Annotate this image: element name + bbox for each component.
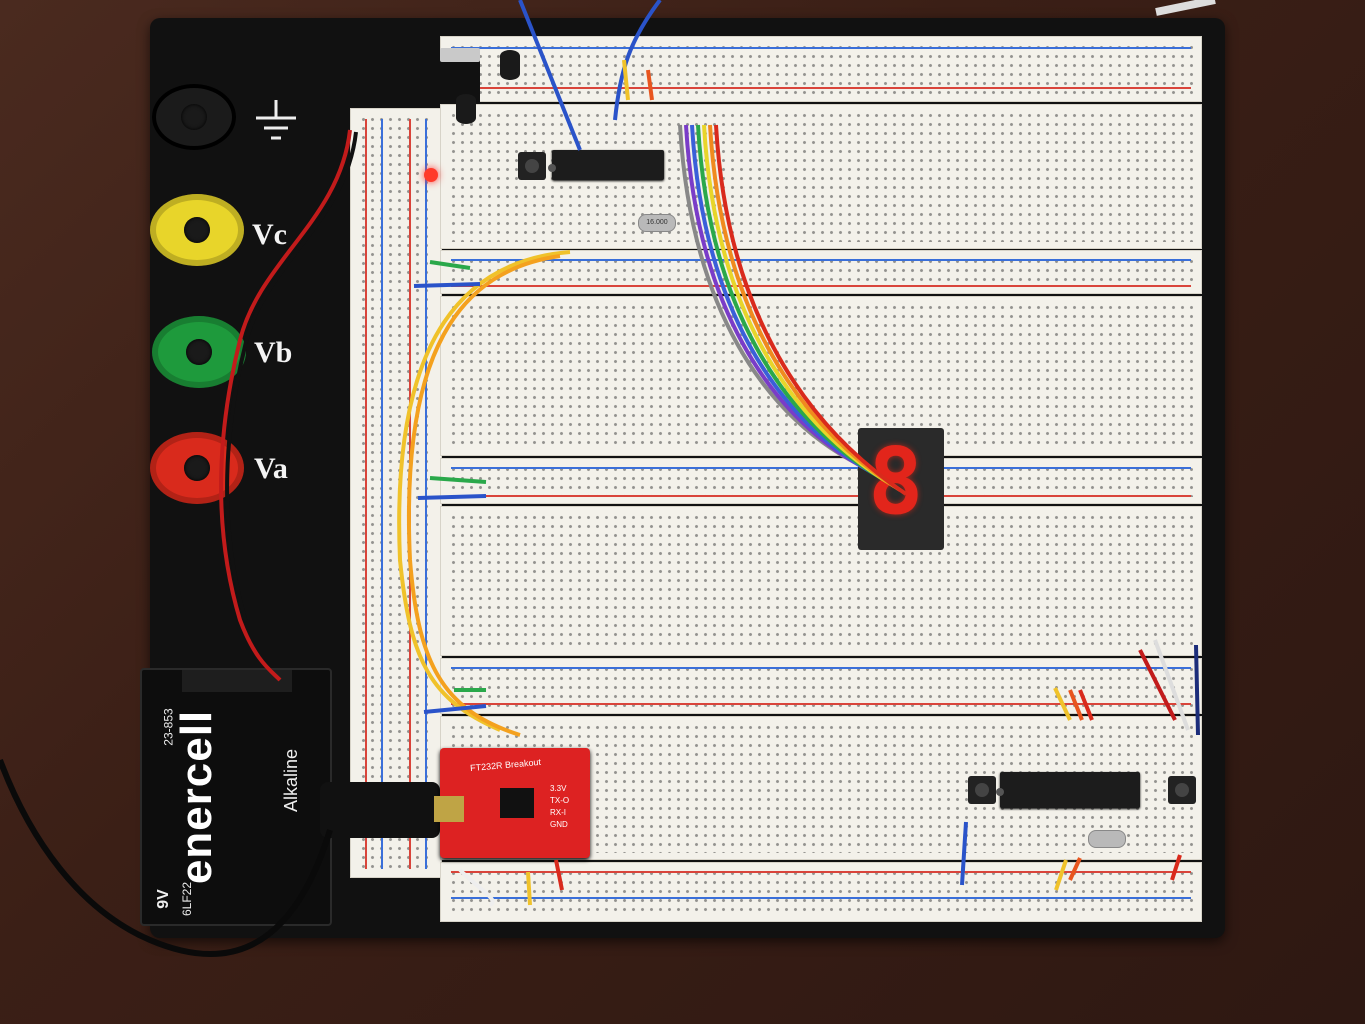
reset-button-bottom-left[interactable] bbox=[968, 776, 996, 804]
battery-snap bbox=[182, 670, 292, 692]
vb-label: Vb bbox=[254, 336, 293, 369]
microcontroller-ic-top bbox=[548, 150, 664, 180]
ribbon-cable bbox=[678, 124, 908, 496]
ground-symbol-icon bbox=[256, 100, 296, 140]
breadboard-row-1 bbox=[440, 36, 1202, 102]
breadboard-row-6 bbox=[440, 506, 1202, 656]
reset-button-bottom-right[interactable] bbox=[1168, 776, 1196, 804]
microcontroller-ic-bottom bbox=[996, 772, 1140, 808]
ftdi-pin-label: 3.3V bbox=[550, 784, 567, 793]
crystal-oscillator-bottom bbox=[1088, 830, 1126, 848]
ftdi-pin-label: TX-O bbox=[550, 796, 570, 805]
ftdi-breakout-board: FT232R Breakout 3.3V TX-O RX-I GND bbox=[434, 748, 590, 858]
ground-binding-post[interactable] bbox=[152, 84, 236, 150]
power-led bbox=[424, 168, 438, 182]
vc-binding-post[interactable] bbox=[150, 194, 244, 266]
mini-usb-port[interactable] bbox=[434, 796, 464, 822]
usb-cable bbox=[320, 782, 440, 838]
va-label: Va bbox=[254, 452, 288, 485]
ft232r-chip bbox=[500, 788, 534, 818]
ftdi-pin-label: GND bbox=[550, 820, 568, 829]
display-digit: 8 bbox=[868, 428, 924, 535]
breadboard-row-5 bbox=[440, 458, 1202, 504]
breadboard-row-9 bbox=[440, 862, 1202, 922]
breadboard-row-3 bbox=[440, 250, 1202, 294]
reset-button-top[interactable] bbox=[518, 152, 546, 180]
ftdi-pin-label: RX-I bbox=[550, 808, 566, 817]
nine-volt-battery: enercell Alkaline 9V 6LF22 23-853 bbox=[140, 668, 332, 926]
voltage-regulator bbox=[440, 48, 480, 104]
vc-label: Vc bbox=[252, 218, 287, 251]
crystal-oscillator-top: 16.000 bbox=[638, 214, 676, 232]
capacitor-1 bbox=[500, 50, 520, 80]
capacitor-2 bbox=[456, 94, 476, 124]
